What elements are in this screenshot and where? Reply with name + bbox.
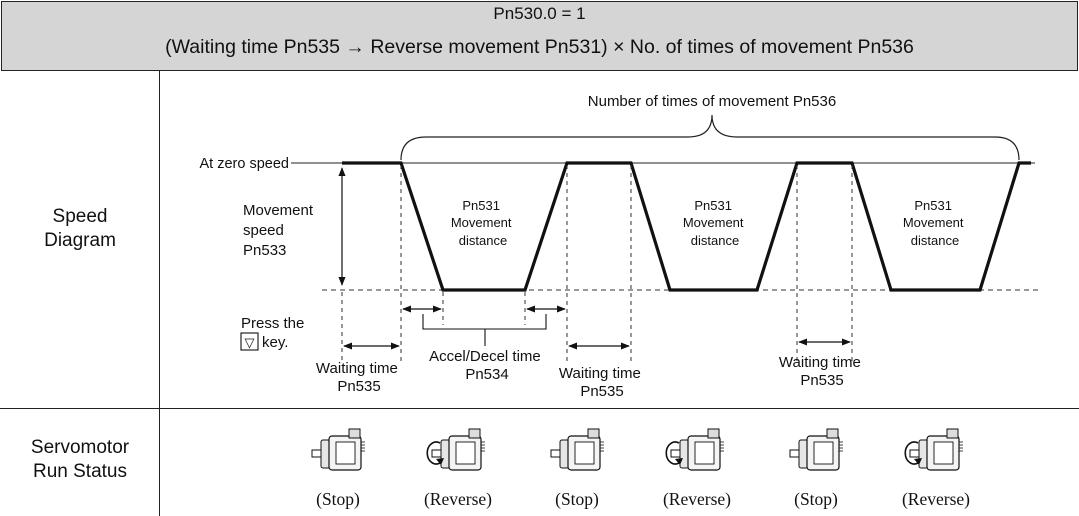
- row-label-line: Speed: [52, 206, 108, 227]
- formula-header: (Waiting time Pn535 → Reverse movement P…: [1, 25, 1078, 71]
- movement-count-brace: [400, 114, 1020, 161]
- movement-distance-label: Pn531 Movement distance: [451, 198, 515, 248]
- run-status-label: (Stop): [794, 489, 838, 509]
- run-status-label: (Reverse): [424, 489, 492, 509]
- run-status-label: (Stop): [555, 489, 599, 509]
- run-status-row-label: Servomotor Run Status: [0, 436, 160, 484]
- reverse-rotation-arrow-icon: [904, 441, 919, 465]
- run-status-label: (Reverse): [663, 489, 731, 509]
- timing-guides: [341, 165, 853, 365]
- column-divider: [159, 71, 160, 516]
- row-divider: [0, 408, 1079, 409]
- servomotor-icon: [665, 428, 724, 471]
- run-status-label: (Reverse): [902, 489, 970, 509]
- speed-diagram-row-label: Speed Diagram: [0, 205, 160, 253]
- servomotor-row: [311, 428, 963, 471]
- down-triangle-key-icon: [240, 332, 259, 351]
- down-triangle-key-symbol: ▽: [245, 335, 255, 350]
- press-key-label: key.: [262, 334, 288, 351]
- reverse-rotation-arrowhead: [675, 458, 683, 465]
- waiting-time-label: Waiting time Pn535: [316, 360, 402, 395]
- speed-profile-line: [342, 161, 1031, 292]
- accel-decel-bracket: [422, 314, 547, 346]
- servomotor-icon: [550, 428, 604, 471]
- movement-distance-label: Pn531 Movement distance: [683, 198, 747, 248]
- reverse-rotation-arrowhead: [436, 458, 444, 465]
- accel-decel-label: Accel/Decel time Pn534: [429, 348, 545, 383]
- reverse-rotation-arrow-icon: [426, 441, 441, 465]
- run-status-label: (Stop): [316, 489, 360, 509]
- servomotor-icon: [311, 428, 365, 471]
- reverse-rotation-arrowhead: [914, 458, 922, 465]
- row-label-line: Servomotor: [30, 437, 130, 458]
- row-label-line: Diagram: [44, 230, 116, 251]
- servomotor-icon: [904, 428, 963, 471]
- waiting-time-label: Waiting time Pn535: [559, 365, 645, 400]
- movement-speed-label: Movement speed Pn533: [243, 202, 317, 259]
- servomotor-icon: [789, 428, 843, 471]
- servomotor-icon: [426, 428, 485, 471]
- movement-distance-label: Pn531 Movement distance: [903, 198, 967, 248]
- waiting-time-label: Waiting time Pn535: [779, 354, 865, 389]
- press-key-label: Press the: [241, 315, 304, 332]
- movement-count-label: Number of times of movement Pn536: [588, 93, 836, 110]
- mode-header: Pn530.0 = 1: [1, 1, 1078, 26]
- zero-speed-label: At zero speed: [200, 156, 289, 172]
- reverse-rotation-arrow-icon: [665, 441, 680, 465]
- row-label-line: Run Status: [33, 461, 127, 482]
